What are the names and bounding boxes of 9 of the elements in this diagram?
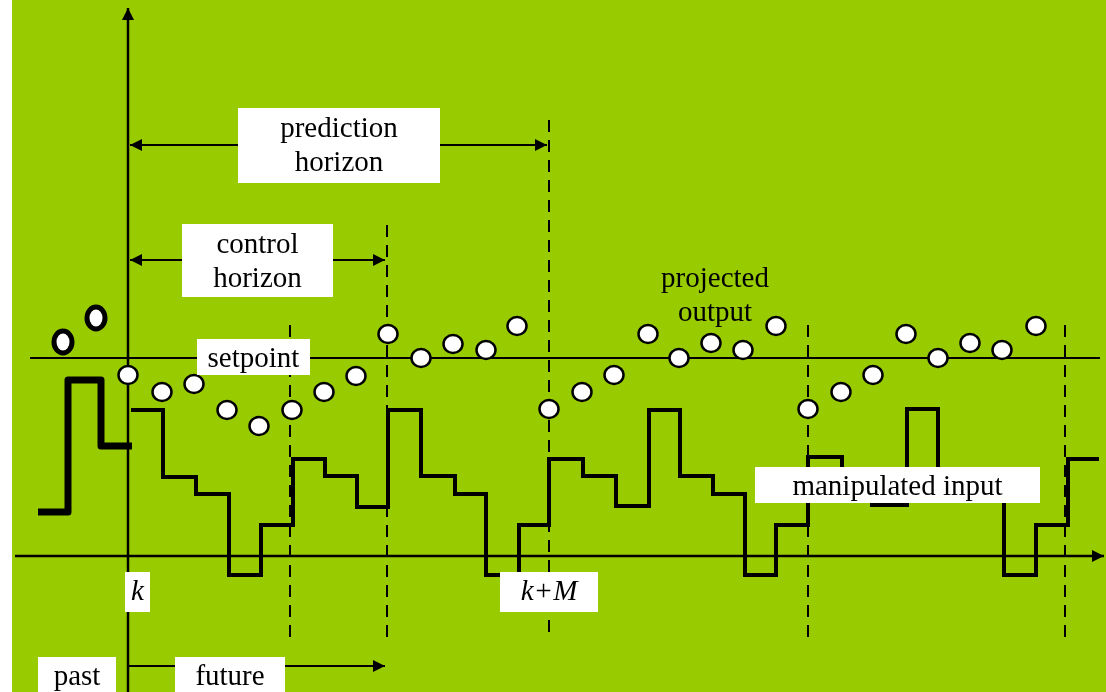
time-label: k [125, 572, 150, 612]
horizon-label: control horizon [182, 224, 333, 297]
horizon-label: prediction horizon [238, 108, 440, 183]
time-label: k+M [500, 572, 598, 612]
region-label: future [175, 657, 285, 692]
curve-label: projected output [660, 260, 770, 326]
line-label: setpoint [197, 339, 310, 375]
region-label: past [38, 657, 116, 692]
curve-label: manipulated input [755, 467, 1040, 503]
